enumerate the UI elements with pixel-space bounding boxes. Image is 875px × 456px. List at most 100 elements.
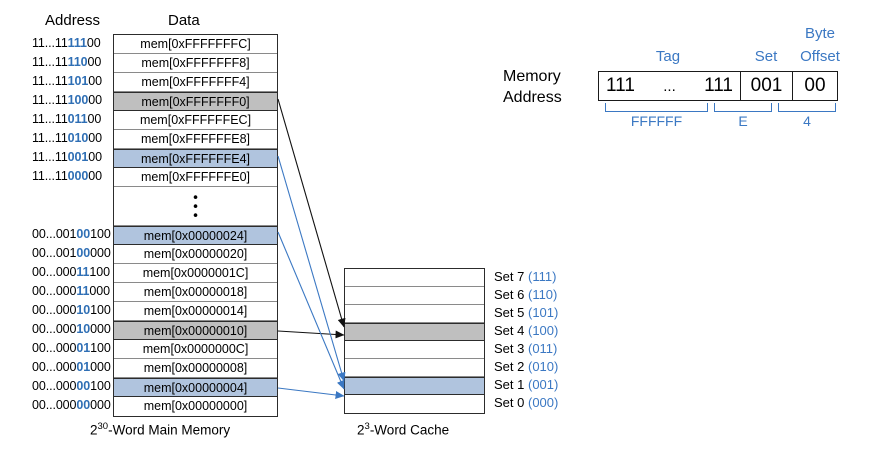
cache-caption-rest: -Word Cache <box>369 422 450 438</box>
cache-set-name: Set 6 <box>494 287 525 302</box>
address-offset-bits: 100 <box>90 303 111 317</box>
address-prefix: 11...11 <box>32 93 68 107</box>
cache-set-index: (110) <box>527 287 558 302</box>
address-row: 00...00001000 <box>32 358 111 377</box>
cache-set-name: Set 7 <box>494 269 525 284</box>
address-row: 11...1110000 <box>32 91 110 110</box>
memory-row: mem[0xFFFFFFFC] <box>114 35 277 54</box>
cache-set-label: Set 2 (010) <box>494 358 558 376</box>
cache-set-name: Set 4 <box>494 323 525 338</box>
address-prefix: 00...000 <box>32 360 77 374</box>
offset-bits-cell: 00 <box>804 75 826 96</box>
address-offset-bits: 00 <box>88 131 102 145</box>
address-row: 11...1111000 <box>32 53 110 72</box>
cache-set-index: (111) <box>527 269 557 284</box>
memory-row: mem[0xFFFFFFF0] <box>114 92 277 111</box>
cache-set-name: Set 5 <box>494 305 525 320</box>
cache-set-name: Set 2 <box>494 359 525 374</box>
tag-bits-cell: 111 ... 111 <box>599 72 741 100</box>
arrow-memE4-to-set1 <box>277 155 346 382</box>
main-memory-caption: 230-Word Main Memory <box>90 421 230 438</box>
address-row: 00...00000100 <box>32 377 111 396</box>
address-offset-bits: 000 <box>90 322 111 336</box>
tag-bits-right: 111 <box>704 75 733 96</box>
main-memory-caption-rest: -Word Main Memory <box>108 422 231 438</box>
address-prefix: 00...000 <box>32 379 77 393</box>
cache-set-name: Set 0 <box>494 395 525 410</box>
address-set-bits: 00 <box>76 227 91 241</box>
cache-table <box>344 268 485 414</box>
address-set-bits: 10 <box>76 303 91 317</box>
memory-row: mem[0x00000008] <box>114 359 277 378</box>
address-offset-bits: 000 <box>90 398 111 412</box>
cache-set-label: Set 5 (101) <box>494 304 558 322</box>
address-offset-bits: 00 <box>86 36 101 50</box>
address-prefix: 11...11 <box>32 150 68 164</box>
offset-field-label: Offset <box>800 48 840 65</box>
memory-row: mem[0x00000004] <box>114 378 277 397</box>
address-prefix: 11...11 <box>32 55 68 69</box>
address-offset-bits: 100 <box>90 379 111 393</box>
cache-set-index: (000) <box>527 395 559 410</box>
address-row: 00...00001100 <box>32 339 111 358</box>
cache-set-index: (011) <box>527 341 558 356</box>
memory-row: mem[0x0000001C] <box>114 264 277 283</box>
address-column-header: Address <box>45 12 101 29</box>
offset-hex-label: 4 <box>803 113 811 129</box>
memory-address-label-line2: Address <box>503 89 562 106</box>
cache-set-row <box>345 341 484 359</box>
cache-set-label: Set 4 (100) <box>494 322 558 340</box>
address-row: 11...1101000 <box>32 129 110 148</box>
set-field-label: Set <box>754 48 778 65</box>
memory-address-label: Memory Address <box>503 66 562 108</box>
main-memory-caption-base: 2 <box>90 422 98 438</box>
tag-bits-left: 111 <box>606 75 635 96</box>
cache-set-labels: Set 7 (111)Set 6 (110)Set 5 (101)Set 4 (… <box>494 268 558 412</box>
address-row: 11...1100000 <box>32 167 110 186</box>
address-row: 11...1101100 <box>32 110 110 129</box>
address-row: 00...00010000 <box>32 320 111 339</box>
byte-field-label: Byte <box>804 25 835 42</box>
cache-set-row <box>345 269 484 287</box>
address-offset-bits: 00 <box>87 55 102 69</box>
address-row: 11...1110100 <box>32 72 110 91</box>
address-set-bits: 11 <box>76 284 90 298</box>
cache-set-label: Set 6 (110) <box>494 286 558 304</box>
cache-set-row <box>345 359 484 377</box>
address-offset-bits: 00 <box>88 93 102 107</box>
cache-set-index: (001) <box>527 377 559 392</box>
memory-row: mem[0xFFFFFFE4] <box>114 149 277 168</box>
memory-row: mem[0x00000020] <box>114 245 277 264</box>
address-set-bits: 101 <box>67 74 89 88</box>
cache-set-row <box>345 377 484 395</box>
arrow-mem04-to-set1 <box>277 387 345 399</box>
address-prefix: 11...11 <box>32 74 68 88</box>
cache-set-index: (100) <box>527 323 559 338</box>
main-memory-caption-exponent: 30 <box>97 421 109 432</box>
cache-set-label: Set 7 (111) <box>494 268 558 286</box>
memory-ellipsis-row: ••• <box>114 187 277 226</box>
address-offset-bits: 000 <box>90 246 111 260</box>
tag-bracket <box>605 103 708 112</box>
address-row: 11...1100100 <box>32 148 110 167</box>
address-set-bits: 00 <box>76 246 91 260</box>
tag-field-label: Tag <box>655 48 681 65</box>
set-bracket <box>714 103 772 112</box>
tag-bits-ellipsis: ... <box>663 77 676 95</box>
address-prefix: 00...000 <box>32 341 77 355</box>
address-row: 00...00100000 <box>32 244 111 263</box>
address-set-bits: 100 <box>67 93 89 107</box>
cache-set-label: Set 0 (000) <box>494 394 558 412</box>
address-prefix: 11...11 <box>32 131 68 145</box>
arrow-mem10-to-set4 <box>277 330 345 339</box>
address-set-bits: 01 <box>76 360 91 374</box>
data-column-header: Data <box>168 12 200 29</box>
memory-row: mem[0x00000024] <box>114 226 277 245</box>
main-memory-table: mem[0xFFFFFFFC]mem[0xFFFFFFF8]mem[0xFFFF… <box>113 34 278 417</box>
memory-address-bit-box: 111 ... 111 001 00 <box>598 71 838 101</box>
address-set-bits: 11 <box>76 265 90 279</box>
offset-bracket <box>778 103 836 112</box>
address-prefix: 00...000 <box>32 303 77 317</box>
memory-row: mem[0xFFFFFFF4] <box>114 73 277 92</box>
memory-row: mem[0x00000018] <box>114 283 277 302</box>
